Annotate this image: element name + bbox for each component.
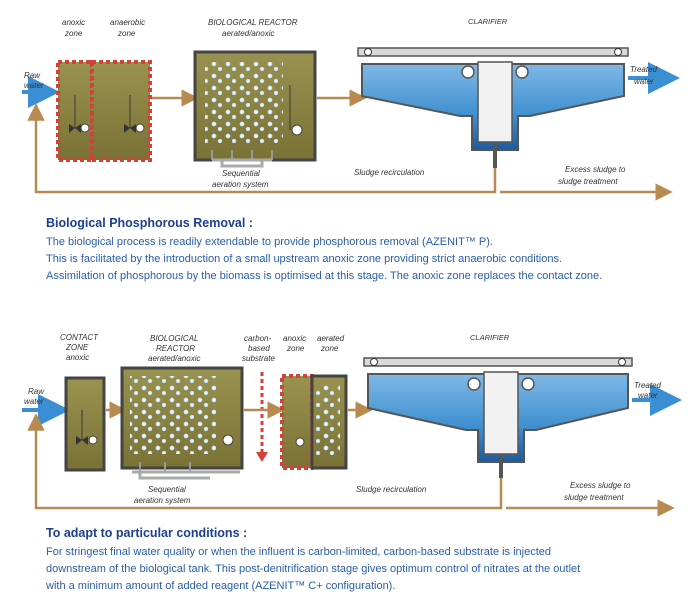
- anaerobic-zone-label: anaerobic: [110, 18, 145, 27]
- sludge-recirculation-label: Sludge recirculation: [356, 485, 427, 494]
- particular-conditions-section: To adapt to particular conditions : For …: [46, 526, 696, 595]
- carbon-substrate-dosing: carbon- based substrate: [242, 334, 275, 462]
- treated-water-outlet: Treated water: [632, 381, 682, 416]
- section-line: Assimilation of phosphorous by the bioma…: [46, 270, 603, 282]
- carbon-substrate-label: carbon-: [244, 334, 271, 343]
- biological-reactor: BIOLOGICAL REACTOR aerated/anoxic: [193, 18, 317, 162]
- treated-water-outlet: Treated water: [628, 62, 680, 94]
- section-line: This is facilitated by the introduction …: [46, 253, 563, 265]
- phosphorus-removal-section: Biological Phosphorous Removal : The bio…: [46, 216, 696, 285]
- aerated-zone-label: aerated: [317, 334, 345, 343]
- mixer-icon: [76, 436, 88, 445]
- excess-sludge-label: Excess sludge to: [565, 165, 626, 174]
- svg-text:anoxic: anoxic: [66, 353, 89, 362]
- clarifier-title: CLARIFIER: [468, 17, 508, 26]
- svg-text:sludge treatment: sludge treatment: [564, 493, 624, 502]
- section-line: The biological process is readily extend…: [46, 236, 493, 248]
- biological-reactor: BIOLOGICAL REACTOR aerated/anoxic: [120, 334, 244, 470]
- svg-text:aeration system: aeration system: [134, 496, 191, 505]
- section-line: For stringest final water quality or whe…: [46, 546, 552, 558]
- mixer-icon: [124, 95, 145, 133]
- svg-text:Raw: Raw: [28, 387, 45, 396]
- svg-text:zone: zone: [320, 344, 339, 353]
- raw-water-inlet: Raw water: [22, 71, 60, 108]
- anoxic-zone-label: anoxic: [62, 18, 85, 27]
- raw-water-label: Raw: [24, 71, 41, 80]
- svg-text:water: water: [638, 391, 658, 400]
- anoxic-zone-label: anoxic: [283, 334, 306, 343]
- mixer-icon: [69, 95, 90, 133]
- sequential-aeration-system: Sequential aeration system: [132, 462, 240, 505]
- mixer-icon: [295, 437, 305, 447]
- aeration-label: Sequential: [148, 485, 186, 494]
- diagram-phosphorus-removal: Raw water anoxic zone anaerobic zone: [22, 17, 680, 201]
- reactor-title: BIOLOGICAL REACTOR: [208, 18, 298, 27]
- reactor-title: BIOLOGICAL: [150, 334, 198, 343]
- contact-zone-tank: CONTACT ZONE anoxic: [60, 333, 106, 472]
- diagram-particular-conditions: Raw water CONTACT ZONE anoxic BIOLOGICAL…: [22, 333, 682, 517]
- section-heading: Biological Phosphorous Removal :: [46, 216, 253, 230]
- svg-text:substrate: substrate: [242, 354, 275, 363]
- svg-text:REACTOR: REACTOR: [156, 344, 195, 353]
- svg-text:water: water: [24, 81, 44, 90]
- svg-text:sludge treatment: sludge treatment: [558, 177, 618, 186]
- sequential-aeration-system: Sequential aeration system: [211, 150, 273, 189]
- clarifier: CLARIFIER: [357, 17, 629, 168]
- section-heading: To adapt to particular conditions :: [46, 526, 248, 540]
- sludge-recirculation-label: Sludge recirculation: [354, 168, 425, 177]
- svg-text:aeration system: aeration system: [212, 180, 269, 189]
- svg-text:zone: zone: [286, 344, 305, 353]
- svg-text:water: water: [24, 397, 44, 406]
- svg-text:water: water: [634, 77, 654, 86]
- svg-text:ZONE: ZONE: [65, 343, 89, 352]
- sludge-lines: Sludge recirculation Excess sludge to sl…: [27, 103, 673, 201]
- excess-sludge-label: Excess sludge to: [570, 481, 631, 490]
- clarifier: CLARIFIER: [363, 333, 633, 478]
- post-denitrification-tanks: anoxic zone aerated zone: [280, 334, 348, 470]
- contact-zone-label: CONTACT: [60, 333, 99, 342]
- svg-text:based: based: [248, 344, 270, 353]
- anoxic-anaerobic-tanks: anoxic zone anaerobic zone: [56, 18, 152, 162]
- svg-text:zone: zone: [64, 29, 83, 38]
- treated-water-label: Treated: [634, 381, 662, 390]
- raw-water-inlet: Raw water: [22, 387, 70, 426]
- svg-text:zone: zone: [117, 29, 136, 38]
- clarifier-title: CLARIFIER: [470, 333, 510, 342]
- sludge-lines: Sludge recirculation Excess sludge to sl…: [27, 413, 675, 517]
- treated-water-label: Treated: [630, 65, 658, 74]
- reactor-subtitle: aerated/anoxic: [222, 29, 274, 38]
- aeration-label: Sequential: [222, 169, 260, 178]
- reactor-subtitle: aerated/anoxic: [148, 354, 200, 363]
- section-line: with a minimum amount of added reagent (…: [46, 580, 396, 592]
- section-line: downstream of the biological tank. This …: [46, 563, 581, 575]
